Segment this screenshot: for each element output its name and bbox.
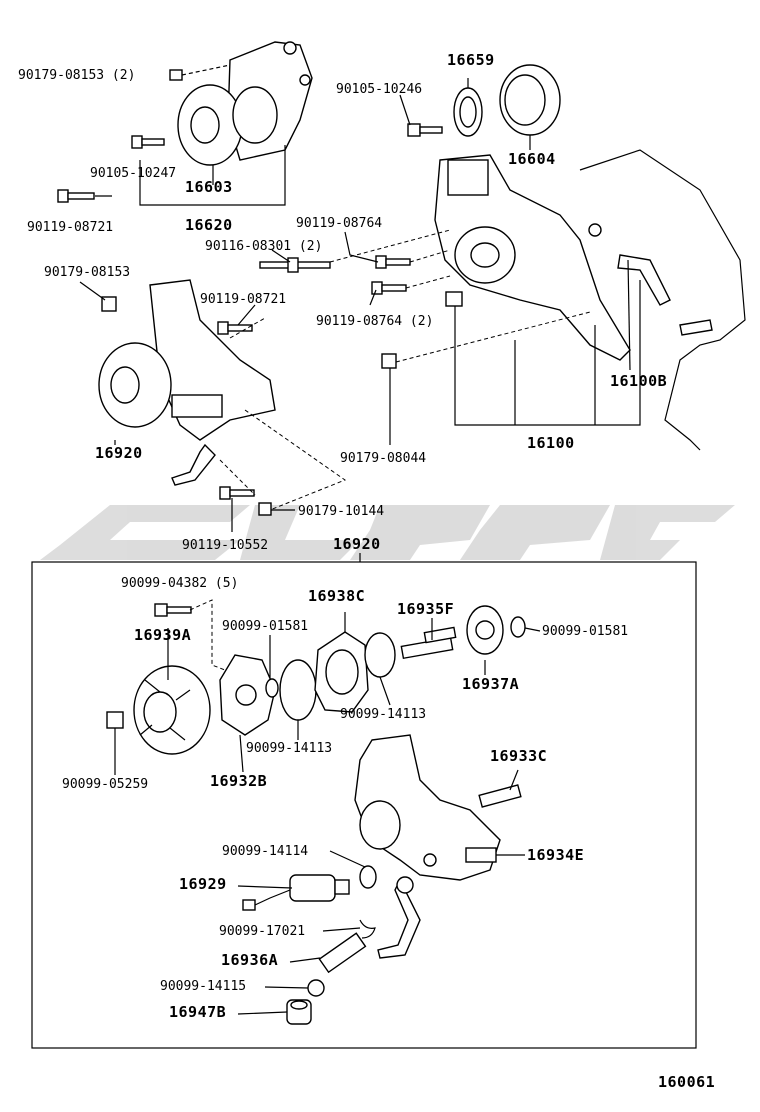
- dowel-16100: [445, 291, 463, 307]
- diagram-id: 160061: [658, 1073, 716, 1091]
- label-90179-08153: 90179-08153: [44, 265, 131, 280]
- oring-90099-14115: [307, 979, 325, 997]
- label-16100: 16100: [527, 434, 575, 452]
- label-16936A: 16936A: [221, 951, 279, 969]
- label-16100B: 16100B: [610, 372, 668, 390]
- bolt-90119-08764: [375, 255, 411, 269]
- label-16933C: 16933C: [490, 747, 548, 765]
- label-90119-08721-top: 90119-08721: [27, 220, 114, 235]
- tensioner-assembly: [177, 41, 313, 166]
- oring-90099-01581: [265, 678, 279, 698]
- label-16932B: 16932B: [210, 772, 268, 790]
- bolt-90099-04382: [154, 603, 192, 617]
- watermark-logo: [40, 505, 735, 560]
- label-90179-08044: 90179-08044: [340, 451, 427, 466]
- label-90099-05259: 90099-05259: [62, 777, 149, 792]
- valve-16934E: [465, 847, 497, 863]
- label-16604: 16604: [508, 150, 556, 168]
- shaft-16935F: [400, 626, 457, 660]
- label-16937A: 16937A: [462, 675, 520, 693]
- nut-90179-08044: [381, 353, 397, 369]
- label-16935F: 16935F: [397, 600, 455, 618]
- oring-90099-14114: [359, 865, 377, 889]
- plunger-16936A: [318, 932, 367, 974]
- label-16938C: 16938C: [308, 587, 366, 605]
- bolt-90119-08764-2: [371, 281, 407, 295]
- pulley-16939A: [133, 665, 211, 755]
- label-90099-17021: 90099-17021: [219, 924, 306, 939]
- label-16659: 16659: [447, 51, 495, 69]
- bolt-90119-08721-mid: [217, 321, 253, 335]
- label-90099-14115: 90099-14115: [160, 979, 247, 994]
- label-90105-10247: 90105-10247: [90, 166, 177, 181]
- rotor-16932B: [219, 654, 276, 736]
- label-90116-08301-2: 90116-08301 (2): [205, 239, 323, 254]
- gear-16937A: [466, 605, 504, 655]
- label-90099-04382-5: 90099-04382 (5): [121, 576, 239, 591]
- oil-pump-body: [354, 734, 501, 959]
- oring-90099-14113-a: [279, 659, 317, 721]
- nut-90179-10144: [258, 502, 272, 516]
- label-16620: 16620: [185, 216, 233, 234]
- nut-90179-08153: [169, 69, 183, 81]
- label-16920-upper: 16920: [95, 444, 143, 462]
- label-16934E: 16934E: [527, 846, 585, 864]
- plate-16938C: [314, 631, 369, 713]
- sensor-16929: [242, 874, 350, 911]
- label-90179-10144: 90179-10144: [298, 504, 385, 519]
- bolt-90105-10246: [407, 123, 443, 137]
- label-90119-10552: 90119-10552: [182, 538, 269, 553]
- label-90119-08764: 90119-08764: [296, 216, 383, 231]
- label-90119-08721-mid: 90119-08721: [200, 292, 287, 307]
- bolt-90119-08721-top: [57, 189, 95, 203]
- label-90105-10246: 90105-10246: [336, 82, 423, 97]
- valve-16933C: [478, 784, 522, 808]
- oil-pump-assembly-upper: [98, 279, 276, 486]
- label-90099-01581-a: 90099-01581: [222, 619, 309, 634]
- label-90099-14113-a: 90099-14113: [246, 741, 333, 756]
- oring-90099-01581-b: [510, 616, 526, 638]
- label-16939A: 16939A: [134, 626, 192, 644]
- pulley-16604: [499, 64, 561, 136]
- oring-90099-14113-b: [364, 632, 396, 678]
- stud-90116-08301: [259, 257, 331, 273]
- label-16929: 16929: [179, 875, 227, 893]
- water-pump-16100: [434, 154, 631, 361]
- plug-16947B: [286, 999, 312, 1025]
- label-90099-01581-b: 90099-01581: [542, 624, 629, 639]
- spring-90099-17021: [359, 919, 376, 939]
- oil-pump-detail-frame: [31, 561, 697, 1049]
- label-90099-14114: 90099-14114: [222, 844, 309, 859]
- bolt-90105-10247: [131, 135, 165, 149]
- label-16603: 16603: [185, 178, 233, 196]
- label-16947B: 16947B: [169, 1003, 227, 1021]
- label-90179-08153-2: 90179-08153 (2): [18, 68, 136, 83]
- bolt-90119-10552: [219, 486, 255, 500]
- label-16920-lower: 16920: [333, 535, 381, 553]
- engine-block-outline: [579, 149, 746, 451]
- nut-90179-08153: [101, 296, 117, 312]
- label-90099-14113-b: 90099-14113: [340, 707, 427, 722]
- nut-90099-05259: [106, 711, 124, 729]
- label-90119-08764-2: 90119-08764 (2): [316, 314, 434, 329]
